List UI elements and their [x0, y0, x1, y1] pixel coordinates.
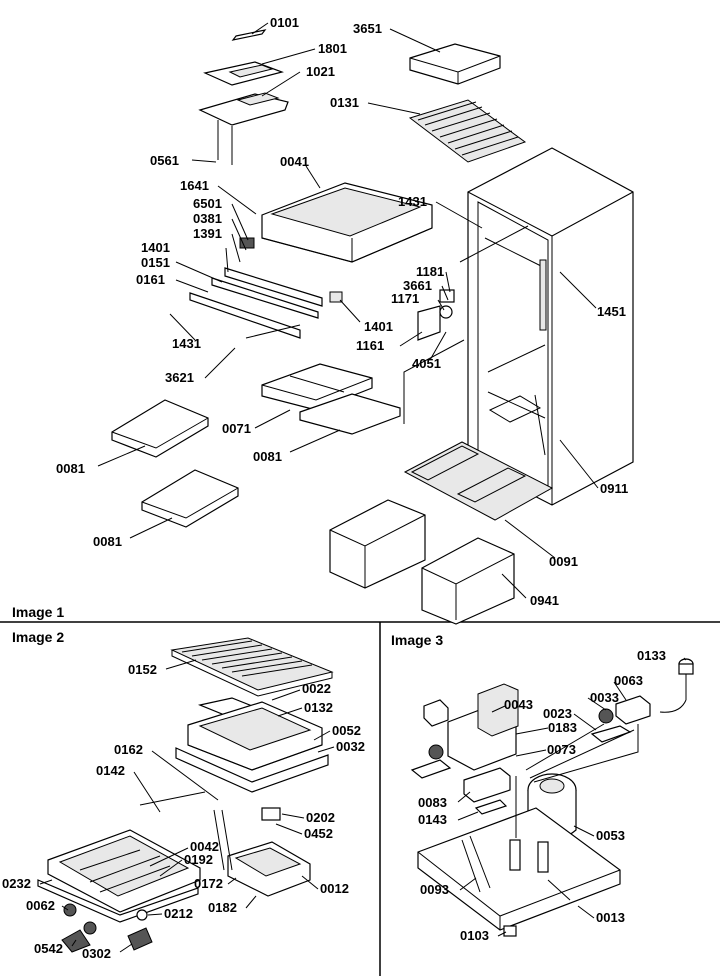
label-0013: 0013 [596, 910, 625, 925]
image2-caption: Image 2 [12, 629, 64, 645]
image3-caption: Image 3 [391, 632, 443, 648]
label-0212: 0212 [164, 906, 193, 921]
label-0452: 0452 [304, 826, 333, 841]
label-0083: 0083 [418, 795, 447, 810]
label-0132: 0132 [304, 700, 333, 715]
label-0093: 0093 [420, 882, 449, 897]
label-3621: 3621 [165, 370, 194, 385]
label-0022: 0022 [302, 681, 331, 696]
label-0081-upper: 0081 [56, 461, 85, 476]
image2-leaders [39, 659, 335, 953]
image2-drawing [37, 637, 334, 953]
label-1431-right: 1431 [398, 194, 427, 209]
label-0381: 0381 [193, 211, 222, 226]
label-0542: 0542 [34, 941, 63, 956]
label-1431-left: 1431 [172, 336, 201, 351]
label-0052: 0052 [332, 723, 361, 738]
label-6501: 6501 [193, 196, 222, 211]
label-1801: 1801 [318, 41, 347, 56]
image1-labels: 0101 1801 1021 3651 0131 0561 0041 1641 … [56, 15, 628, 608]
label-1401-right: 1401 [364, 319, 393, 334]
label-0043: 0043 [504, 697, 533, 712]
label-1451: 1451 [597, 304, 626, 319]
label-0103: 0103 [460, 928, 489, 943]
image2-labels: 0152 0022 0132 0052 0032 0162 0142 0202 … [2, 662, 365, 961]
image1-caption: Image 1 [12, 604, 64, 620]
label-0202: 0202 [306, 810, 335, 825]
label-0053: 0053 [596, 828, 625, 843]
label-1171: 1171 [391, 291, 419, 306]
label-0162: 0162 [114, 742, 143, 757]
label-0151: 0151 [141, 255, 170, 270]
label-0091: 0091 [549, 554, 578, 569]
image1-leaders [97, 22, 599, 599]
image3-drawing [410, 658, 694, 937]
image3-leaders [457, 657, 687, 937]
label-3651: 3651 [353, 21, 382, 36]
label-0071: 0071 [222, 421, 251, 436]
label-0152: 0152 [128, 662, 157, 677]
label-0133: 0133 [637, 648, 666, 663]
label-0131: 0131 [330, 95, 359, 110]
label-1021: 1021 [306, 64, 335, 79]
label-0012: 0012 [320, 881, 349, 896]
label-0033: 0033 [590, 690, 619, 705]
label-0081-lower: 0081 [93, 534, 122, 549]
label-0063: 0063 [614, 673, 643, 688]
label-4051: 4051 [412, 356, 441, 371]
label-0042: 0042 [190, 839, 219, 854]
label-3661: 3661 [403, 278, 432, 293]
label-0062: 0062 [26, 898, 55, 913]
label-0172: 0172 [194, 876, 223, 891]
label-1161: 1161 [356, 338, 384, 353]
label-0911: 0911 [600, 481, 628, 496]
label-0182: 0182 [208, 900, 237, 915]
label-1181: 1181 [416, 264, 444, 279]
label-0183: 0183 [548, 720, 577, 735]
label-0941: 0941 [530, 593, 559, 608]
label-0023: 0023 [543, 706, 572, 721]
image3-labels: 0133 0043 0063 0033 0023 0183 0073 0083 … [418, 648, 666, 943]
label-0073: 0073 [547, 742, 576, 757]
label-0561: 0561 [150, 153, 179, 168]
image1-drawing [111, 29, 634, 625]
label-0143: 0143 [418, 812, 447, 827]
label-0041: 0041 [280, 154, 309, 169]
label-0081-center: 0081 [253, 449, 282, 464]
label-0032: 0032 [336, 739, 365, 754]
label-1641: 1641 [180, 178, 209, 193]
label-0101: 0101 [270, 15, 299, 30]
label-0192: 0192 [184, 852, 213, 867]
label-0161: 0161 [136, 272, 165, 287]
label-0142: 0142 [96, 763, 125, 778]
label-0232: 0232 [2, 876, 31, 891]
label-0302: 0302 [82, 946, 111, 961]
label-1401-left: 1401 [141, 240, 170, 255]
label-1391: 1391 [193, 226, 222, 241]
